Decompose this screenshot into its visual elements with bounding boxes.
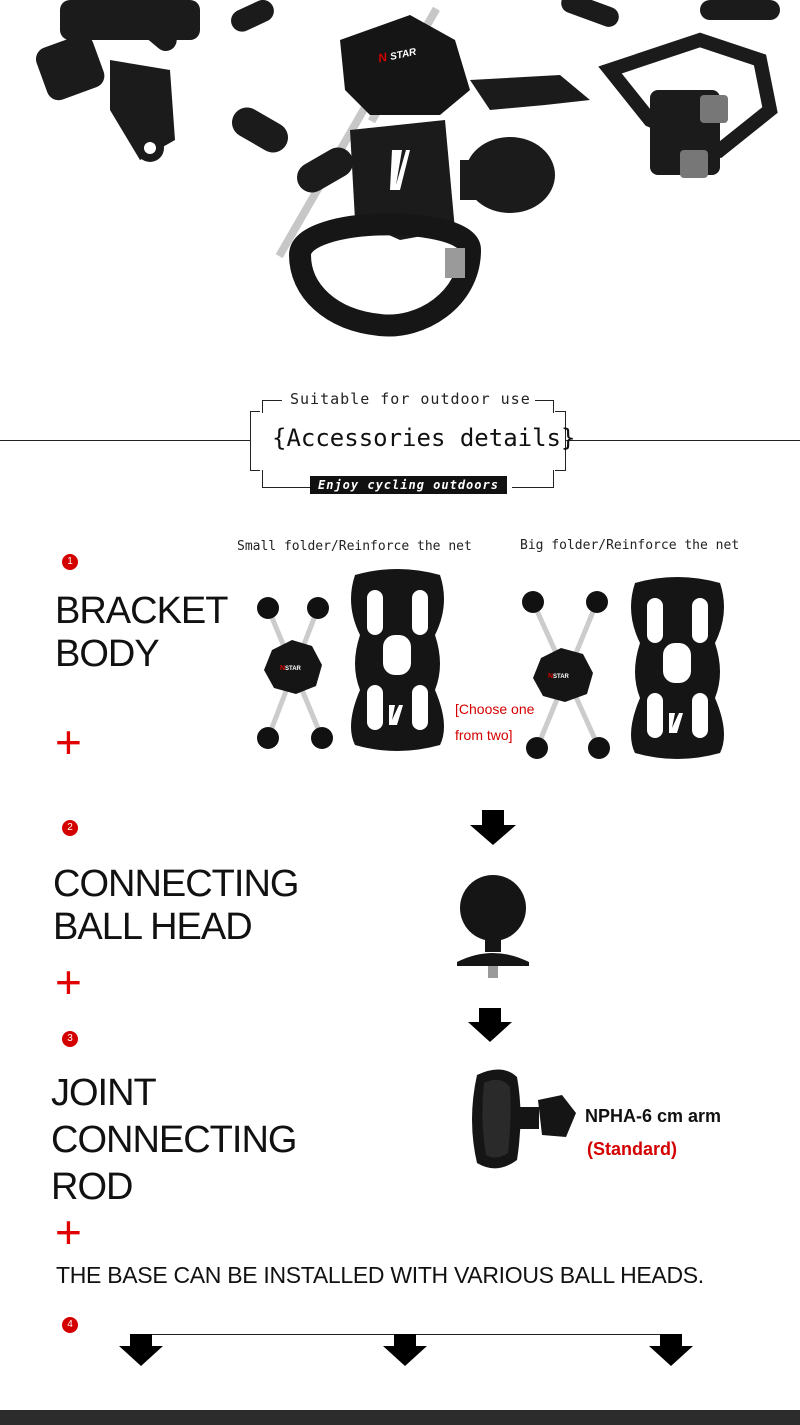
page-title: {Accessories details}: [272, 424, 576, 452]
header-subtitle: Suitable for outdoor use: [290, 390, 531, 408]
hero-product-photo: N STAR: [0, 0, 800, 380]
base-note: THE BASE CAN BE INSTALLED WITH VARIOUS B…: [56, 1262, 704, 1288]
down-arrow-icon: [119, 1334, 163, 1366]
plus-icon: +: [55, 956, 82, 1008]
svg-text:STAR: STAR: [285, 666, 302, 672]
plus-icon: +: [55, 716, 82, 768]
small-x-holder-image: N STAR: [257, 597, 333, 749]
small-net-image: [351, 569, 444, 751]
svg-text:STAR: STAR: [553, 674, 570, 680]
standard-label: (Standard): [587, 1139, 677, 1159]
svg-text:N: N: [548, 673, 553, 680]
down-arrow-icon: [470, 810, 516, 845]
frame-right: [565, 411, 566, 471]
choose-note: [Choose one from two]: [455, 701, 535, 743]
caption-big-folder: Big folder/Reinforce the net: [520, 538, 740, 553]
down-arrow-icon: [383, 1334, 427, 1366]
caption-small-folder: Small folder/Reinforce the net: [237, 539, 472, 554]
plus-icon: +: [55, 1206, 82, 1258]
number-badge: 2: [62, 820, 78, 836]
number-badge: 3: [62, 1031, 78, 1047]
arm-label: NPHA-6 cm arm: [585, 1106, 722, 1126]
divider-left: [0, 440, 250, 441]
section-title-joint-rod: JOINT CONNECTING ROD: [51, 1072, 297, 1208]
number-badge: 1: [62, 554, 78, 570]
big-net-image: [631, 577, 724, 759]
footer-bar: [0, 1410, 800, 1425]
section-title-bracket: BRACKET BODY: [55, 590, 228, 675]
joint-rod-image: [472, 1069, 576, 1169]
down-arrow-icon: [468, 1008, 512, 1042]
svg-text:N: N: [377, 50, 389, 66]
section-title-ball-head: CONNECTING BALL HEAD: [53, 863, 299, 948]
tagline-badge: Enjoy cycling outdoors: [310, 476, 507, 494]
down-arrow-icon: [649, 1334, 693, 1366]
svg-text:N: N: [280, 665, 285, 672]
number-badge: 4: [62, 1317, 78, 1333]
divider-right: [565, 440, 800, 441]
big-x-holder-image: N STAR: [522, 591, 610, 759]
frame-left: [250, 411, 251, 471]
ball-head-image: [457, 875, 529, 978]
